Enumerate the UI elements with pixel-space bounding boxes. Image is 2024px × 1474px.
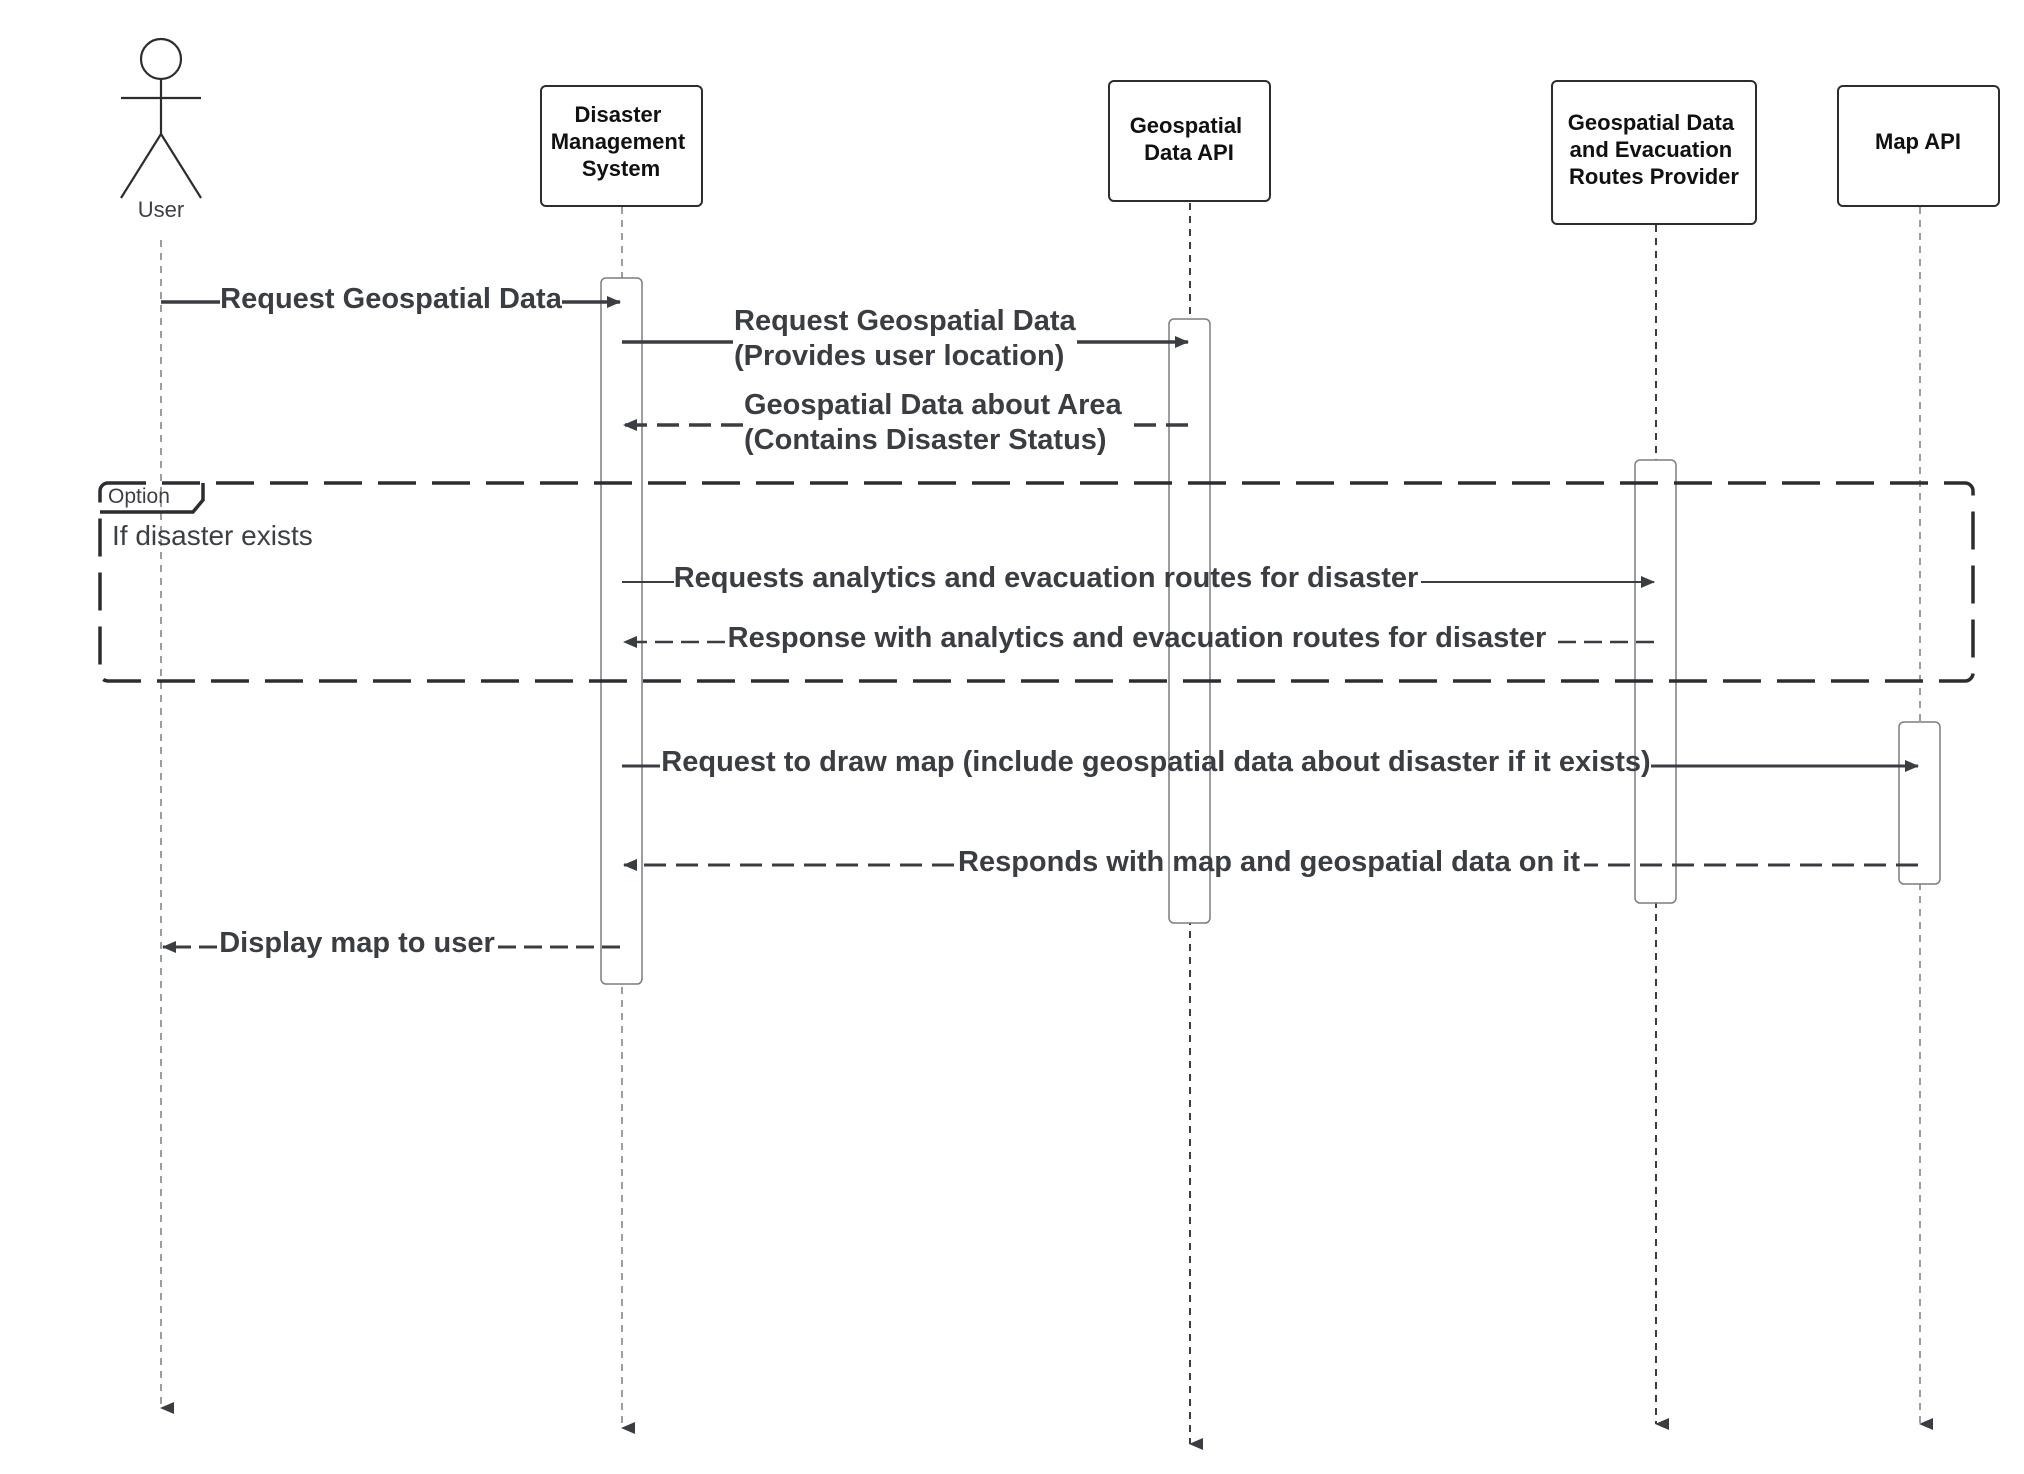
activation-bar [1168, 318, 1211, 924]
stick-figure-icon [120, 37, 202, 199]
message-response-analytics-routes: Response with analytics and evacuation r… [623, 622, 1654, 654]
message-request-geospatial-data: Request Geospatial Data [161, 283, 621, 315]
message-request-analytics-routes: Requests analytics and evacuation routes… [622, 562, 1655, 594]
participant-box [1551, 80, 1757, 225]
message-geospatial-data-about-area: Geospatial Data about Area (Contains Dis… [623, 389, 1188, 456]
fragment-guard: If disaster exists [112, 520, 313, 551]
actor-label: User [138, 197, 184, 222]
activation-bar [1898, 721, 1941, 885]
actor-user: User [120, 37, 202, 222]
fragment-operator: Option [108, 485, 170, 508]
message-label: Request Geospatial Data (Provides user l… [734, 305, 1084, 372]
message-label: Geospatial Data about Area (Contains Dis… [744, 389, 1130, 456]
message-label: Responds with map and geospatial data on… [958, 846, 1580, 878]
message-label: Request Geospatial Data [220, 283, 563, 315]
fragment-tag-tab [100, 483, 205, 514]
participant-label: Disaster Management System [551, 102, 692, 181]
participant-geospatial-data-api: Geospatial Data API [1108, 80, 1271, 202]
fragment-frame [98, 481, 1975, 683]
message-label: Display map to user [219, 927, 495, 959]
message-request-draw-map: Request to draw map (include geospatial … [622, 746, 1919, 778]
message-display-map: Display map to user [162, 927, 620, 959]
participant-map-api: Map API [1837, 85, 2000, 207]
participant-disaster-management-system: Disaster Management System [540, 85, 703, 207]
activation-bars [600, 277, 1941, 985]
participant-label: Geospatial Data API [1130, 113, 1249, 165]
message-label: Requests analytics and evacuation routes… [674, 562, 1419, 594]
participant-label: Geospatial Data and Evacuation Routes Pr… [1568, 110, 1740, 189]
message-request-geospatial-data-with-location: Request Geospatial Data (Provides user l… [622, 305, 1189, 372]
participant-box [540, 85, 703, 207]
message-responds-with-map: Responds with map and geospatial data on… [623, 846, 1918, 878]
participant-evacuation-routes-provider: Geospatial Data and Evacuation Routes Pr… [1551, 80, 1757, 225]
participant-label: Map API [1875, 129, 1961, 154]
participant-box [1837, 85, 2000, 207]
participant-box [1108, 80, 1271, 202]
message-label: Request to draw map (include geospatial … [661, 746, 1650, 778]
option-fragment: Option If disaster exists [98, 481, 1975, 683]
message-label: Response with analytics and evacuation r… [728, 622, 1547, 654]
activation-bar [600, 277, 643, 985]
